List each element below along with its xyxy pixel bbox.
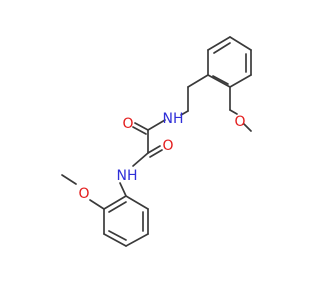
bond-ring2-ome [89,199,105,210]
bonds [61,36,252,247]
bond-n1-ch2 [180,110,189,116]
bond-ring1-dbl1 [213,42,231,54]
bond-c1-o1-double [132,126,147,135]
bond-ring2-c [125,233,149,247]
atom-o-carbonyl-top: O [122,116,133,132]
bond-o-me-top [243,123,252,132]
bond-ring2-a [125,195,149,210]
bond-n2-ring [119,182,127,197]
atom-nh-top: NH [163,111,184,127]
bond-o-me-bottom [61,174,77,185]
bond-c2-o2 [147,145,161,154]
bond-ring1-f [229,74,252,88]
bond-ring2-dbl2 [108,230,127,241]
bond-ring2-d [103,233,127,247]
atom-nh-bottom: NH [117,168,138,184]
bond-c2-n2 [132,152,149,167]
bond-ome-o-top [229,109,238,115]
bond-ring1-d [229,36,252,51]
bond-ring2-f [103,195,127,210]
atom-o-methoxy-bottom: O [78,186,89,202]
atom-o-methoxy-top: O [234,114,245,130]
bond-ring1-g [207,74,231,88]
bond-c1-n1 [147,119,166,131]
structure-canvas: O NH O NH O O [61,36,252,247]
bond-ring2-dbl3 [108,201,127,213]
molecule-diagram: O NH O NH O O [61,36,252,247]
bond-ring1-a [187,74,209,88]
bond-c2-o2-double [149,149,163,158]
atom-labels: O NH O NH O O [78,111,245,202]
atom-o-carbonyl-bottom: O [162,138,173,154]
bond-ring1-dbl3 [212,75,229,85]
bond-ring1-c [207,36,231,51]
bond-c1-o1 [134,122,149,131]
